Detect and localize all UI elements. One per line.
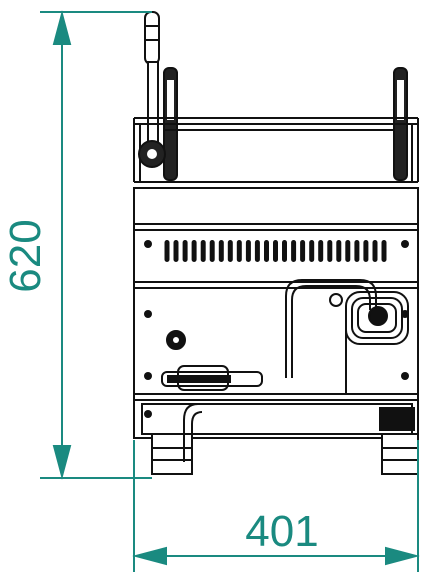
vent-slot xyxy=(227,240,233,262)
vent-slot xyxy=(381,240,387,262)
vent-slot xyxy=(218,240,224,262)
vent-slot xyxy=(173,240,179,262)
vent-slot xyxy=(345,240,351,262)
control-knob xyxy=(166,330,186,350)
height-dimension xyxy=(40,10,152,480)
vent-slot xyxy=(236,240,242,262)
vent-slot xyxy=(354,240,360,262)
vent-slot xyxy=(318,240,324,262)
vent-slot xyxy=(300,240,306,262)
hood-handle-left xyxy=(144,11,160,143)
screws xyxy=(144,240,409,418)
vent-slot xyxy=(254,240,260,262)
appliance-front-view xyxy=(133,11,419,475)
vent-slot xyxy=(200,240,206,262)
width-label: 401 xyxy=(245,507,318,556)
vent-slot xyxy=(282,240,287,262)
vent-slot xyxy=(336,240,342,262)
vent-slot xyxy=(209,240,215,262)
vent-slot xyxy=(309,240,315,262)
vent-slot xyxy=(372,240,378,262)
vent-slot xyxy=(273,240,278,262)
handle-knob xyxy=(138,140,166,168)
vent-grille xyxy=(164,240,387,262)
vent-slot xyxy=(191,240,197,262)
vent-slot xyxy=(327,240,333,262)
height-label: 620 xyxy=(1,219,50,292)
vent-slot xyxy=(245,240,251,262)
width-dimension xyxy=(132,440,420,572)
vent-slot xyxy=(291,240,297,262)
vent-slot xyxy=(363,240,369,262)
vent-slot xyxy=(264,240,269,262)
burner-coil xyxy=(329,291,409,345)
vent-slot xyxy=(164,240,170,262)
drawer-handle xyxy=(161,365,263,391)
base-and-feet xyxy=(141,403,419,475)
vent-slot xyxy=(182,240,188,262)
